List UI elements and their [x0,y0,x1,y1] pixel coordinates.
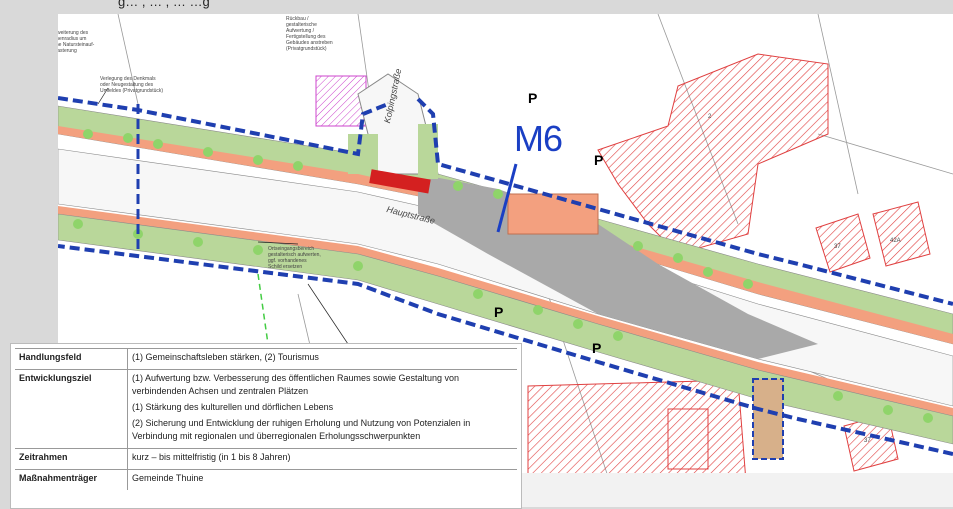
row-value: (1) Gemeinschaftsleben stärken, (2) Tour… [127,348,517,370]
building-outline [667,408,709,470]
parking-label: P [592,340,602,356]
site-plan-map: Erweiterung des Innenradius um eine Natu… [58,14,953,507]
trees [73,129,933,423]
building-hatched [815,213,871,273]
row-label: Entwicklungsziel [15,369,128,449]
road-lower-green [58,213,953,445]
table-row: Maßnahmenträger Gemeinde Thuine [15,469,517,490]
orange-plaza [507,193,599,235]
note-denkmal: Verlegung des Denkmals oder Neugestaltun… [100,76,164,94]
table-row: Handlungsfeld (1) Gemeinschaftsleben stä… [15,348,517,370]
parking-label: P [528,90,538,106]
row-value: (1) Aufwertung bzw. Verbesserung des öff… [127,369,517,449]
m6-pointer [496,163,518,233]
dashed-path [257,273,269,345]
red-crosswalk [369,169,431,194]
kolping-green [348,134,378,174]
note-rueckbau: Rückbau / gestalterische Aufwertung / Fe… [286,16,333,52]
measure-table: Handlungsfeld (1) Gemeinschaftsleben stä… [15,348,517,490]
row-label: Handlungsfeld [15,348,128,370]
building-number: 37 [834,244,841,250]
side-road-brown [752,378,784,460]
building-number: 37 [864,438,871,444]
measure-label-m6: M6 [514,118,563,159]
road-upper-sidewalk [58,126,953,344]
table-row: Zeitrahmen kurz – bis mittelfristig (in … [15,448,517,470]
monument-hatched [315,75,367,127]
building-number: 2 [708,114,712,120]
map-drawing [58,14,953,507]
row-label: Zeitrahmen [15,448,128,470]
project-boundary [58,96,953,456]
leader-lines [97,87,349,345]
map-crop-edge [510,473,953,507]
row-value: kurz – bis mittelfristig (in 1 bis 8 Jah… [127,448,517,470]
row-label: Maßnahmenträger [15,469,128,490]
building-hatched [597,53,829,255]
note-innenradius: Erweiterung des Innenradius um eine Natu… [58,30,95,54]
table-row: Entwicklungsziel (1) Aufwertung bzw. Ver… [15,369,517,449]
kolping-green [418,124,438,179]
row-value: Gemeinde Thuine [127,469,517,490]
building-hatched [872,201,931,267]
header-fragment: g… , … , … …g [118,0,210,9]
note-ortseingang: Ortseingangsbereich gestalterisch aufwer… [268,246,321,270]
measure-table-card: Handlungsfeld (1) Gemeinschaftsleben stä… [10,343,522,509]
building-number: 42A [890,238,901,244]
parking-label: P [594,152,604,168]
parking-label: P [494,304,504,320]
